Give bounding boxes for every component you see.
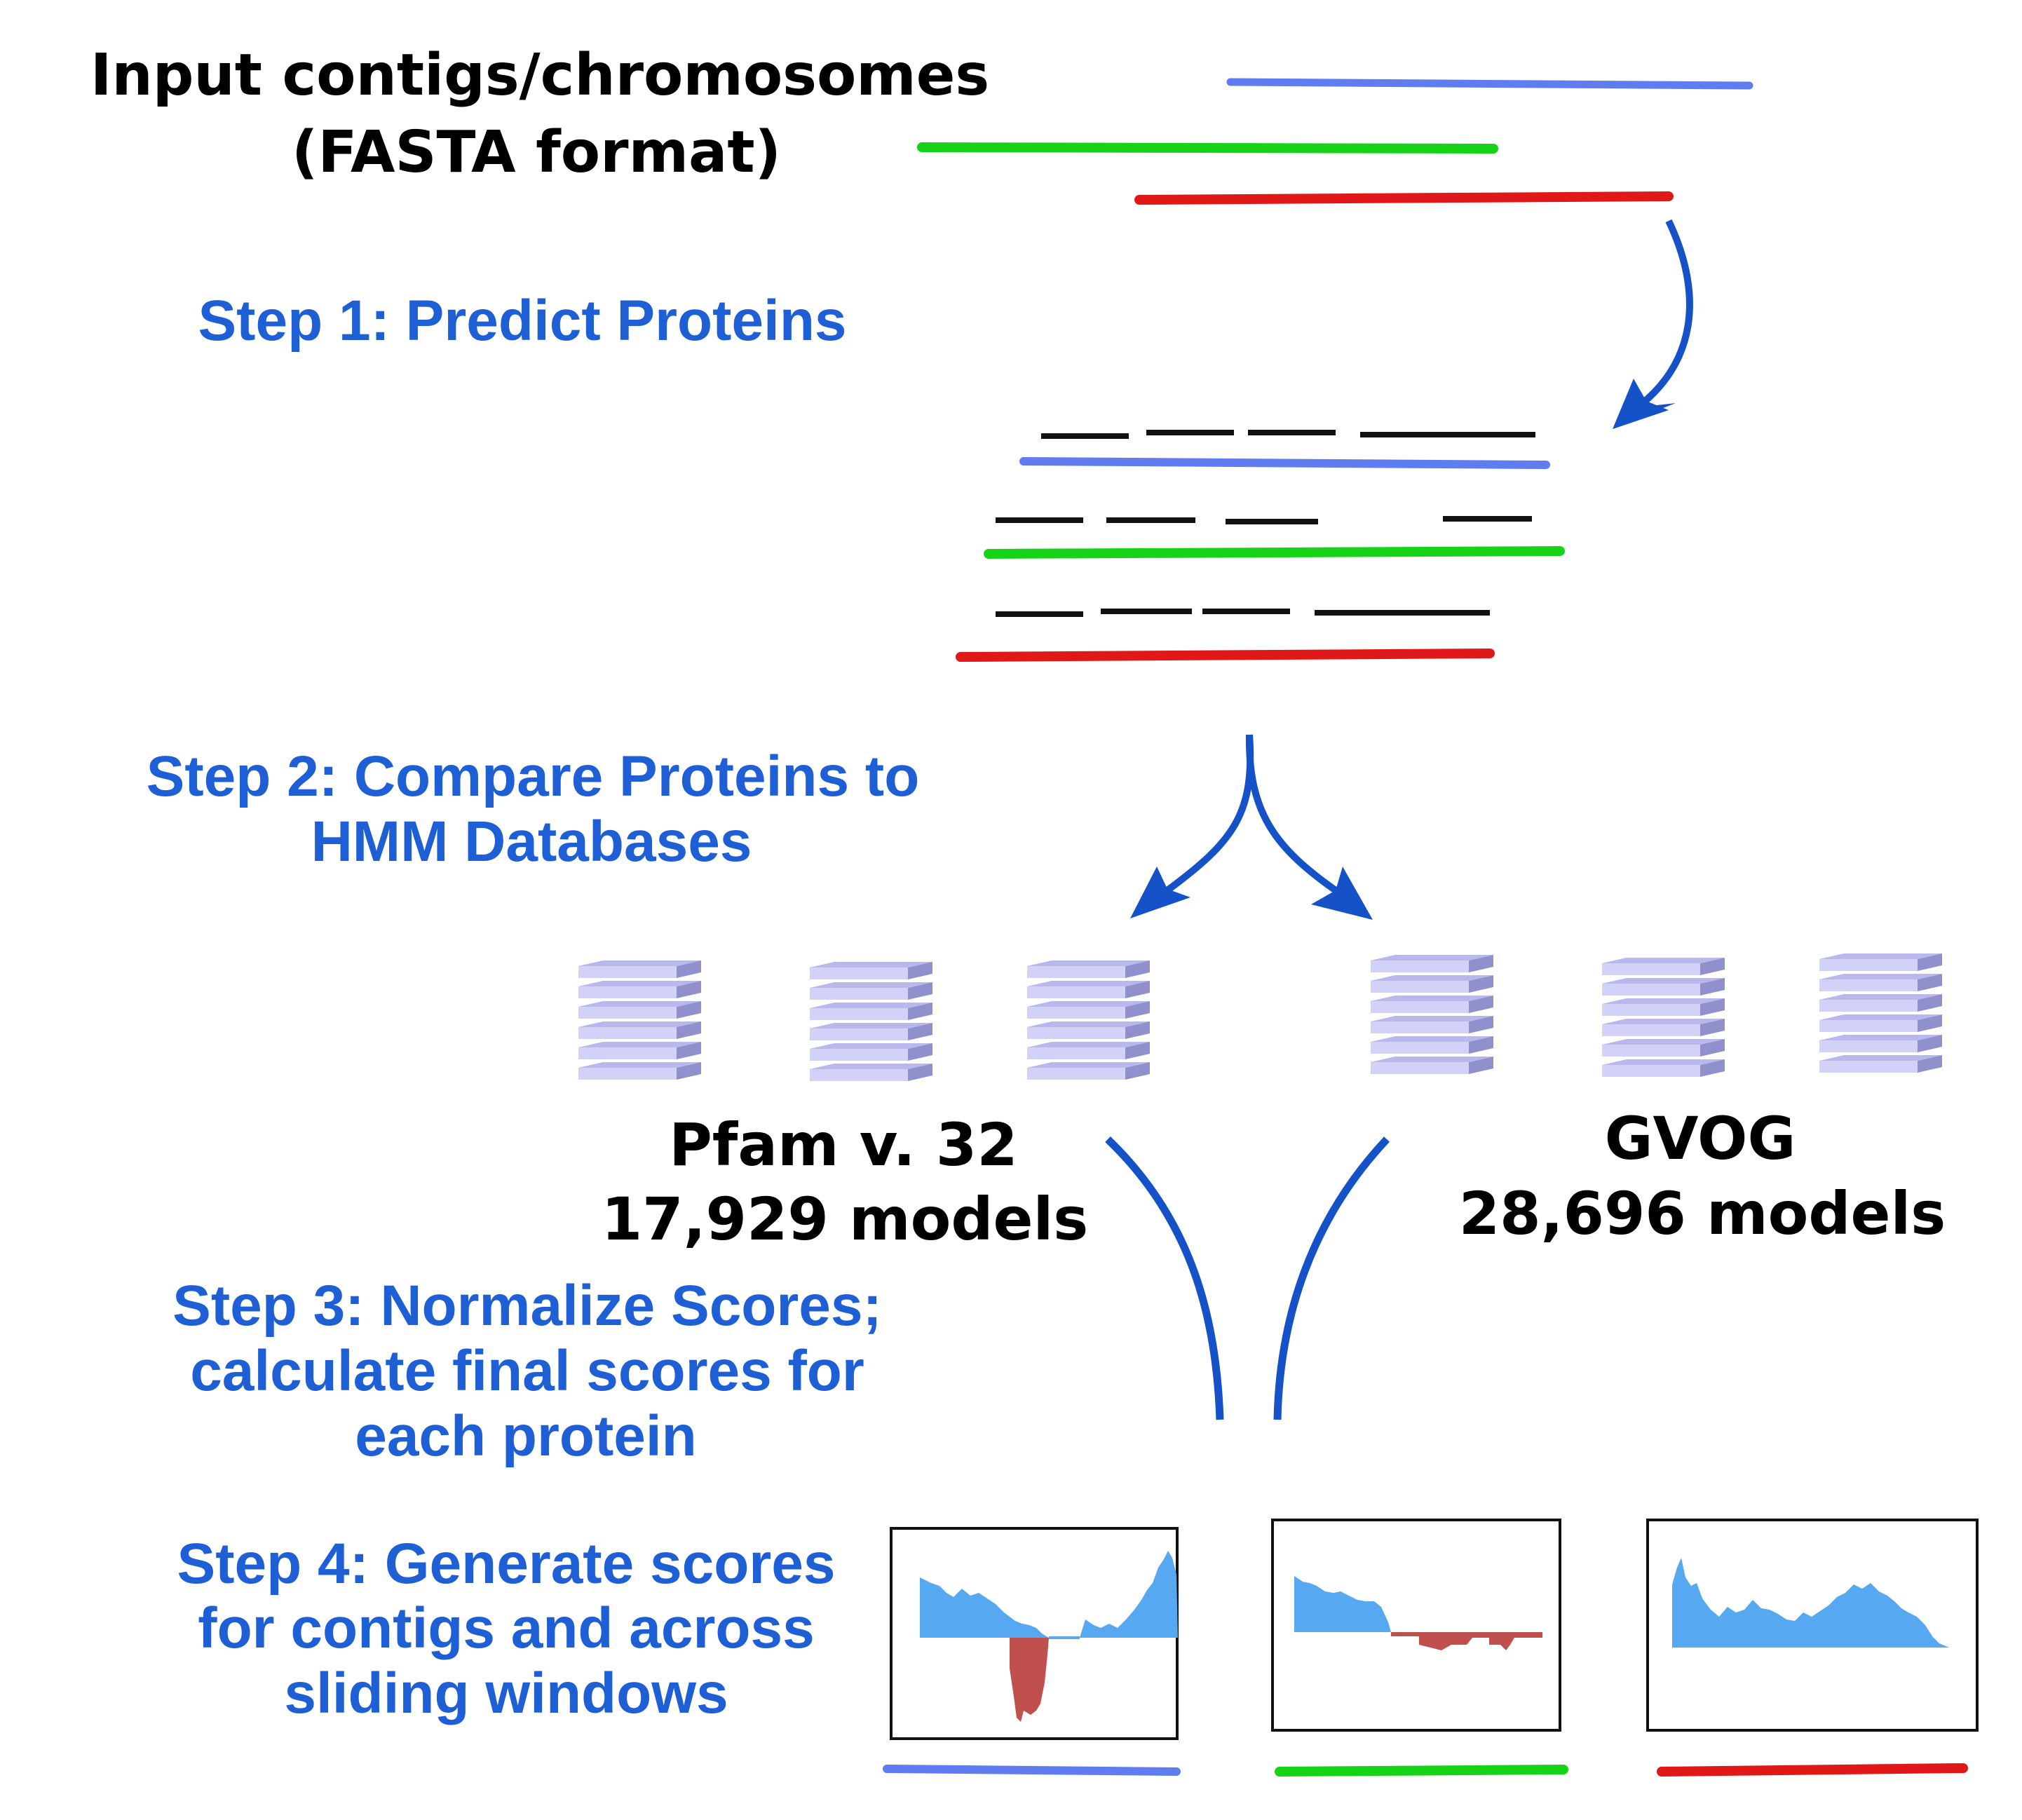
step3-label-line2: calculate final scores for [190,1339,864,1403]
protein-contig-green [984,546,1565,559]
gvog-db-name: GVOG [1605,1104,1796,1173]
pfam-database-stack-icon [810,962,932,1081]
predicted-genes-green [996,516,1532,524]
merge-curve-left [1105,1136,1224,1420]
score-plot-green [1271,1519,1561,1732]
step4-label-line2: for contigs and across [198,1596,814,1660]
step3-label-line3: each protein [355,1404,697,1468]
step1-label: Step 1: Predict Proteins [198,289,846,353]
plot-contig-red [1657,1763,1968,1777]
predicted-genes-blue [1041,430,1535,439]
step2-arrow-left [1165,734,1254,894]
input-contig-green [917,142,1498,154]
score-plot-blue [890,1527,1179,1740]
pfam-db-models: 17,929 models [602,1185,1089,1254]
step2-arrowhead-left [1130,867,1190,918]
step4-label-line1: Step 4: Generate scores [177,1532,836,1596]
pfam-db-name: Pfam v. 32 [669,1111,1018,1179]
gvog-database-stack-icon [1371,955,1493,1074]
gvog-db-models: 28,696 models [1459,1179,1946,1248]
gvog-database-stack-icon [1602,958,1725,1077]
protein-contig-red [956,648,1495,662]
step2-arrowhead-right [1311,867,1373,920]
score-negative-area [1391,1632,1542,1650]
predicted-genes-red [996,609,1490,617]
score-positive-area [920,1551,1178,1638]
step3-label-line1: Step 3: Normalize Scores; [172,1274,882,1338]
step2-arrow-right [1245,734,1338,894]
pfam-database-stack-icon [578,960,701,1080]
step2-label-line1: Step 2: Compare Proteins to [147,745,920,808]
plot-contig-blue [883,1765,1181,1776]
score-positive-area [1294,1576,1391,1632]
step2-label-line2: HMM Databases [311,810,752,874]
step4-label-line3: sliding windows [284,1662,728,1725]
step1-arrowhead-fill [1613,379,1669,429]
input-title-line2: (FASTA format) [292,119,781,186]
input-title-line1: Input contigs/chromosomes [90,42,989,109]
merge-curve-right [1273,1136,1390,1420]
score-positive-area [1672,1558,1949,1648]
input-contig-red [1134,191,1674,205]
pfam-database-stack-icon [1027,960,1150,1080]
input-contig-blue [1226,78,1753,90]
score-plot-red [1646,1519,1979,1732]
plot-contig-green [1275,1765,1568,1777]
step1-arrow [1631,219,1693,414]
hmm-databases [578,953,1942,1081]
protein-contig-blue [1019,457,1550,469]
gvog-database-stack-icon [1819,953,1942,1073]
score-negative-area [1010,1638,1049,1722]
